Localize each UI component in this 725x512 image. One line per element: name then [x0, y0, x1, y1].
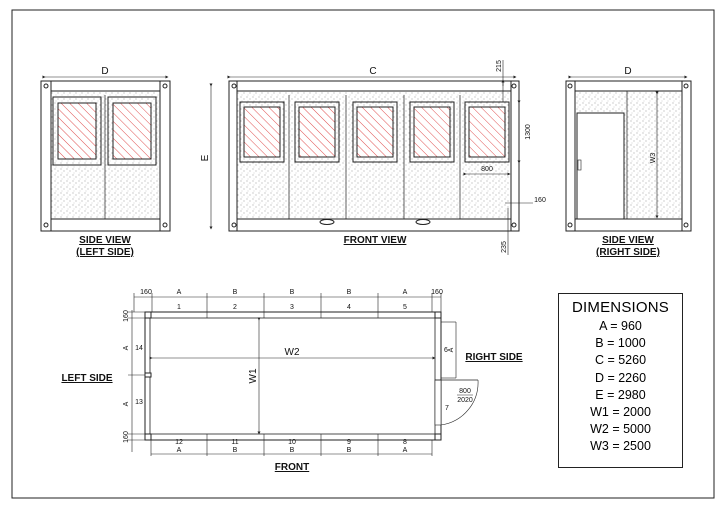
dim-window-width: 800 — [481, 166, 493, 173]
dim-left-width: D — [101, 66, 108, 77]
side-view-left: D — [40, 66, 171, 232]
plan-top-seg-3: B — [233, 289, 238, 296]
front-view: C E 215 1300 800 160 235 — [200, 60, 546, 255]
dimension-d: D = 2260 — [594, 370, 647, 385]
dimensions-title: DIMENSIONS — [571, 299, 669, 316]
plan-panel-14: 14 — [135, 345, 143, 352]
plan-bottom-seg-4: B — [347, 447, 352, 454]
plan-panel-11: 11 — [231, 439, 238, 446]
plan-left-seg-2: A — [123, 345, 130, 350]
dimension-b: B = 1000 — [595, 336, 646, 351]
plan-inner-height: W1 — [248, 368, 259, 383]
plan-top-seg-4: B — [290, 289, 295, 296]
dimension-a: A = 960 — [599, 319, 642, 333]
dimension-w2: W2 = 5000 — [590, 422, 651, 437]
dimension-w3: W3 = 2500 — [590, 439, 651, 454]
dimension-w1: W1 = 2000 — [590, 405, 651, 420]
dim-right-width: D — [624, 66, 631, 77]
plan-bottom-seg-1: A — [177, 447, 182, 454]
side-view-right: D W3 — [565, 66, 692, 232]
plan-label-left: LEFT SIDE — [61, 373, 112, 384]
plan-panel-9: 9 — [347, 439, 351, 446]
sheet-border — [11, 9, 715, 499]
plan-door-size-top: 800 — [459, 388, 471, 395]
plan-door-size-bottom: 2020 — [457, 397, 473, 404]
plan-panel-3: 3 — [290, 304, 294, 311]
plan-top-seg-1: 160 — [140, 289, 152, 296]
dim-front-width: C — [369, 66, 376, 77]
plan-panel-5: 5 — [403, 304, 407, 311]
side-view-left-label-2: (LEFT SIDE) — [76, 247, 134, 258]
plan-label-front: FRONT — [275, 462, 309, 473]
dim-bottom-offset: 235 — [501, 241, 508, 253]
dim-side-offset: 160 — [534, 197, 546, 204]
plan-left-seg-1: 160 — [123, 310, 130, 322]
plan-panel-7: 7 — [445, 405, 449, 412]
plan-label-right: RIGHT SIDE — [465, 352, 523, 363]
dimensions-table: DIMENSIONS A = 960 B = 1000 C = 5260 D =… — [558, 293, 683, 468]
plan-panel-1: 1 — [177, 304, 181, 311]
dimension-c: C = 5260 — [594, 353, 647, 368]
front-view-label: FRONT VIEW — [344, 235, 407, 246]
plan-bottom-seg-2: B — [233, 447, 238, 454]
dim-window-height: 1300 — [525, 124, 532, 140]
plan-bottom-seg-3: B — [290, 447, 295, 454]
plan-panel-6-seg: A — [448, 347, 455, 352]
plan-panel-10: 10 — [288, 439, 296, 446]
plan-panel-12: 12 — [175, 439, 183, 446]
plan-top-seg-5: B — [347, 289, 352, 296]
plan-panel-4: 4 — [347, 304, 351, 311]
plan-left-seg-3: A — [123, 401, 130, 406]
side-view-left-label-1: SIDE VIEW — [79, 235, 131, 246]
plan-panel-8: 8 — [403, 439, 407, 446]
plan-view: 160 A B B B A 160 160 A A 160 — [123, 289, 479, 456]
plan-panel-13: 13 — [135, 399, 143, 406]
plan-inner-width: W2 — [285, 347, 300, 358]
plan-top-seg-2: A — [177, 289, 182, 296]
dim-top-offset: 215 — [496, 60, 503, 72]
plan-top-seg-7: 160 — [431, 289, 443, 296]
plan-top-seg-6: A — [403, 289, 408, 296]
plan-panel-6: 6 — [444, 347, 448, 354]
plan-left-seg-4: 160 — [123, 431, 130, 443]
side-view-right-label-2: (RIGHT SIDE) — [596, 247, 660, 258]
plan-panel-2: 2 — [233, 304, 237, 311]
plan-bottom-seg-5: A — [403, 447, 408, 454]
dim-front-height: E — [200, 154, 211, 161]
side-view-right-label-1: SIDE VIEW — [602, 235, 654, 246]
dimension-e: E = 2980 — [595, 387, 646, 402]
dim-interior-height: W3 — [650, 153, 657, 164]
